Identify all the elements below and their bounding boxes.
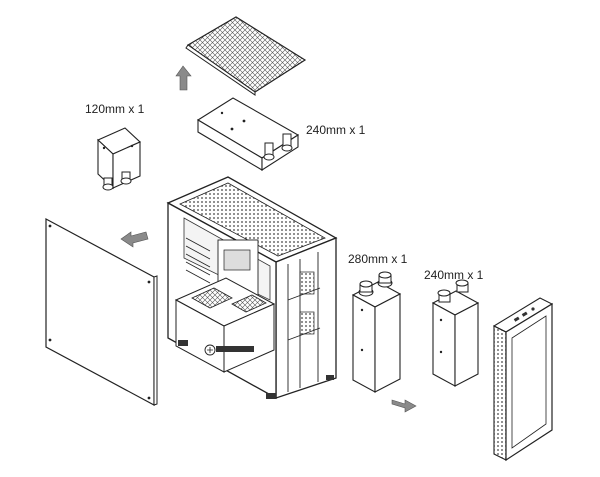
radiator-240-top — [196, 97, 300, 172]
label-120mm-top: 120mm x 1 — [85, 102, 145, 116]
front-panel — [492, 297, 554, 462]
label-240mm-front: 240mm x 1 — [424, 268, 484, 282]
radiator-280-front — [351, 271, 402, 393]
label-280mm-front: 280mm x 1 — [348, 252, 408, 266]
main-chassis — [166, 176, 338, 400]
top-dust-filter — [185, 16, 307, 96]
radiator-120-top — [97, 127, 141, 191]
radiator-240-front — [431, 279, 480, 387]
label-240mm-top: 240mm x 1 — [306, 123, 366, 137]
arrow-up-icon — [175, 65, 192, 91]
arrow-down-right-icon — [391, 399, 417, 413]
arrow-left-icon — [120, 231, 149, 248]
left-side-panel — [45, 217, 158, 407]
